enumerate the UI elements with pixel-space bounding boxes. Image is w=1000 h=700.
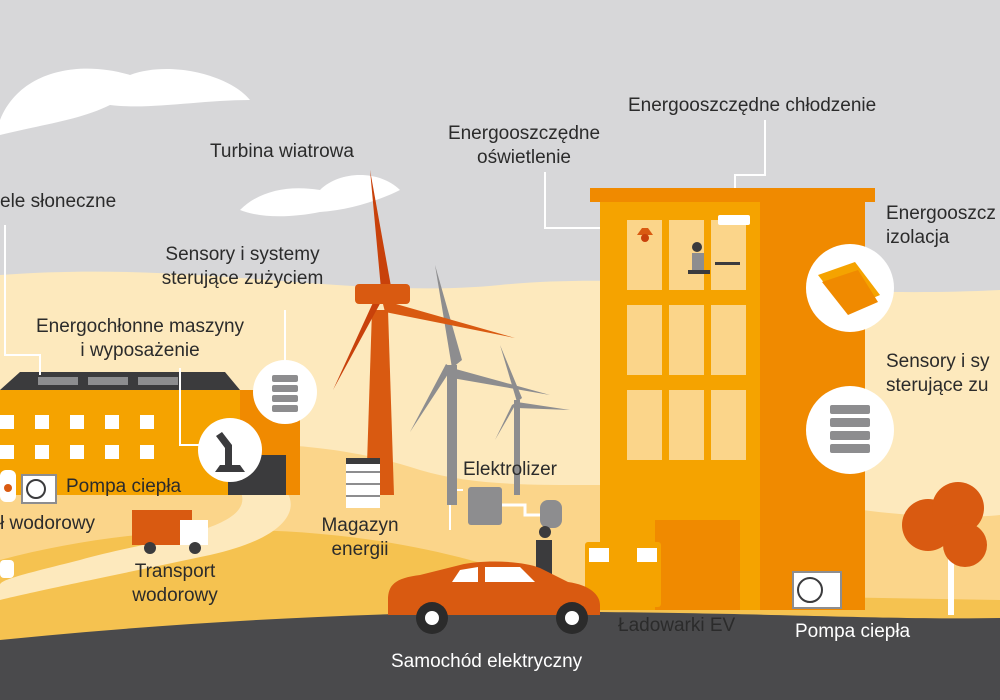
label-machines-line1: Energochłonne maszyny: [35, 316, 245, 337]
winding-path: [0, 485, 291, 600]
robot-arm-icon: [198, 418, 262, 482]
layers-stack-icon: [806, 386, 894, 474]
label-efficient-lighting-line1: Energooszczędne: [447, 123, 601, 144]
label-hydrogen-transport-line2: wodorowy: [132, 585, 218, 606]
cloud-middle: [240, 175, 400, 217]
wind-turbine-gray: [410, 265, 550, 505]
label-efficient-lighting: Energooszczędne oświetlenie: [435, 122, 613, 170]
label-ev-chargers: Ładowarki EV: [618, 615, 736, 636]
electric-car: [388, 561, 600, 634]
energy-storage-unit: [346, 458, 380, 508]
label-efficient-insulation: Energooszcz izolacja: [886, 202, 996, 250]
label-energy-storage-line2: energii: [331, 539, 389, 560]
label-sensors-right: Sensory i sy sterujące zu: [886, 350, 989, 398]
tree: [902, 482, 987, 615]
label-hydrogen-transport-line1: Transport: [134, 561, 216, 582]
folder-insulation-icon: [806, 244, 894, 332]
wind-turbine-orange: [333, 170, 515, 495]
heat-pump-left: [21, 474, 57, 504]
label-sensors-left-line1: Sensory i systemy: [165, 244, 320, 265]
label-wind-turbine: Turbina wiatrowa: [210, 141, 354, 162]
hydrogen-tank-left: [0, 470, 16, 502]
label-efficient-cooling: Energooszczędne chłodzenie: [628, 95, 877, 116]
label-sensors-left: Sensory i systemy sterujące zużyciem: [150, 243, 335, 291]
car-left-edge: [0, 560, 14, 578]
label-hydrogen-transport: Transport wodorowy: [120, 560, 230, 608]
label-efficient-insulation-line2: izolacja: [886, 227, 950, 248]
label-sensors-right-line2: sterujące zu: [886, 375, 989, 396]
label-heat-pump-left: Pompa ciepła: [66, 476, 182, 497]
road: [0, 611, 1000, 700]
layers-stack-icon: [253, 360, 317, 424]
label-machines-line2: i wyposażenie: [80, 340, 200, 361]
label-sensors-right-line1: Sensory i sy: [886, 351, 990, 372]
label-hydrogen-left: ł wodorowy: [0, 513, 96, 534]
hydrogen-truck: [132, 510, 208, 554]
label-electrolyzer: Elektrolizer: [463, 459, 557, 480]
label-energy-storage: Magazyn energii: [310, 514, 410, 562]
label-electric-car: Samochód elektryczny: [391, 651, 583, 672]
label-energy-storage-line1: Magazyn: [321, 515, 399, 536]
ev-chargers: [585, 542, 661, 607]
cloud-left: [0, 68, 250, 135]
label-solar-panels: ele słoneczne: [0, 191, 117, 212]
label-sensors-left-line2: sterujące zużyciem: [161, 268, 324, 289]
label-efficient-insulation-line1: Energooszcz: [886, 203, 996, 224]
label-machines: Energochłonne maszyny i wyposażenie: [20, 315, 260, 363]
label-heat-pump-right: Pompa ciepła: [795, 621, 911, 642]
electrolyzer-unit: [468, 487, 562, 528]
heat-pump-right: [792, 571, 842, 609]
label-efficient-lighting-line2: oświetlenie: [477, 147, 571, 168]
